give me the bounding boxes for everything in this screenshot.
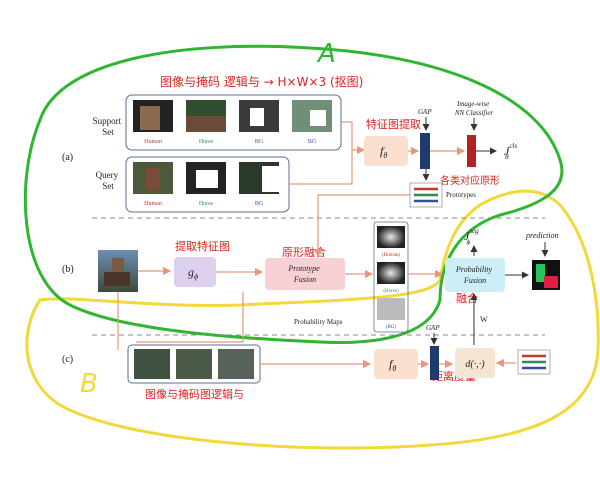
prototype-fusion-box (265, 258, 345, 290)
prototypes-label: Prototypes (446, 191, 476, 199)
query-photo-b (98, 250, 138, 292)
probability-map (377, 262, 405, 284)
region-a-letter: A (316, 39, 336, 69)
note-extract-feature: 特征图提取 (366, 117, 421, 131)
probability-maps-label: Probability Maps (294, 318, 343, 326)
probability-map (377, 226, 405, 248)
query-caption: Human (144, 201, 162, 207)
probability-maps-box (373, 221, 409, 333)
note-prototype: 各类对应原形 (440, 174, 500, 187)
probability-map (377, 298, 405, 320)
gap-bar-a (420, 133, 430, 169)
query-set-label: Query Set (96, 170, 121, 191)
query-image (186, 162, 226, 194)
row-label-b: (b) (62, 264, 74, 275)
note-extract-feature-map: 提取特征图 (175, 239, 230, 253)
region-b-letter: B (80, 369, 98, 399)
prediction-label: prediction (525, 231, 559, 240)
support-caption: BG (308, 139, 317, 145)
support-image (186, 100, 226, 132)
support-image (133, 100, 173, 132)
query-caption: BG (255, 201, 264, 207)
region-b-outline (25, 189, 600, 450)
distance-label: d(·,·) (465, 359, 485, 370)
prediction-mask (532, 260, 560, 290)
query-image (133, 162, 173, 194)
gap-label-a: GAP (418, 108, 432, 116)
probability-map-caption: (Human) (382, 253, 400, 258)
f-theta-box-c (374, 349, 418, 379)
g-phi-label: gϕ (188, 265, 198, 281)
f-theta-label-a: fθ (380, 144, 387, 160)
f-theta-label-c: fθ (389, 357, 396, 373)
probability-fusion-label: Probability Fusion (455, 265, 494, 285)
distance-box (455, 348, 495, 378)
arrow (289, 150, 353, 185)
row-label-c: (c) (62, 354, 73, 365)
gap-bar-c (430, 346, 439, 380)
note-mask-and: 图像与掩码图逻辑与 (145, 387, 244, 401)
arrow (313, 194, 410, 258)
region-a-outline (23, 44, 564, 344)
support-image (239, 100, 279, 132)
probability-map-caption: (Horse) (383, 289, 399, 294)
masked-image (134, 349, 170, 379)
support-set-label: Support Set (93, 116, 124, 137)
classifier-label: Image-wise NN Classifier (454, 100, 494, 117)
g-phi-box (174, 257, 216, 287)
support-caption: BG (255, 139, 264, 145)
query-image (239, 162, 279, 194)
f-theta-box-a (364, 136, 408, 166)
arrow (341, 121, 366, 155)
probability-map-caption: (BG) (386, 325, 397, 330)
masked-image (176, 349, 212, 379)
arrow (136, 292, 244, 343)
prototype-fusion-label: Prototype Fusion (287, 264, 321, 284)
gap-label-c: GAP (426, 324, 440, 332)
support-caption: Horse (199, 139, 214, 145)
note-prototype-fusion: 原形融合 (282, 245, 326, 259)
support-image (292, 100, 332, 132)
support-caption: Human (144, 139, 162, 145)
note-input: 图像与掩码 逻辑与 → H×W×3 (抠图) (160, 75, 363, 89)
row-label-a: (a) (62, 152, 73, 163)
masked-image (218, 349, 254, 379)
probability-fusion-box (445, 258, 505, 292)
query-caption: Horse (199, 201, 214, 207)
note-fusion: 融合 (456, 291, 478, 305)
w-label: W (480, 315, 488, 324)
classifier-bar (467, 135, 476, 167)
